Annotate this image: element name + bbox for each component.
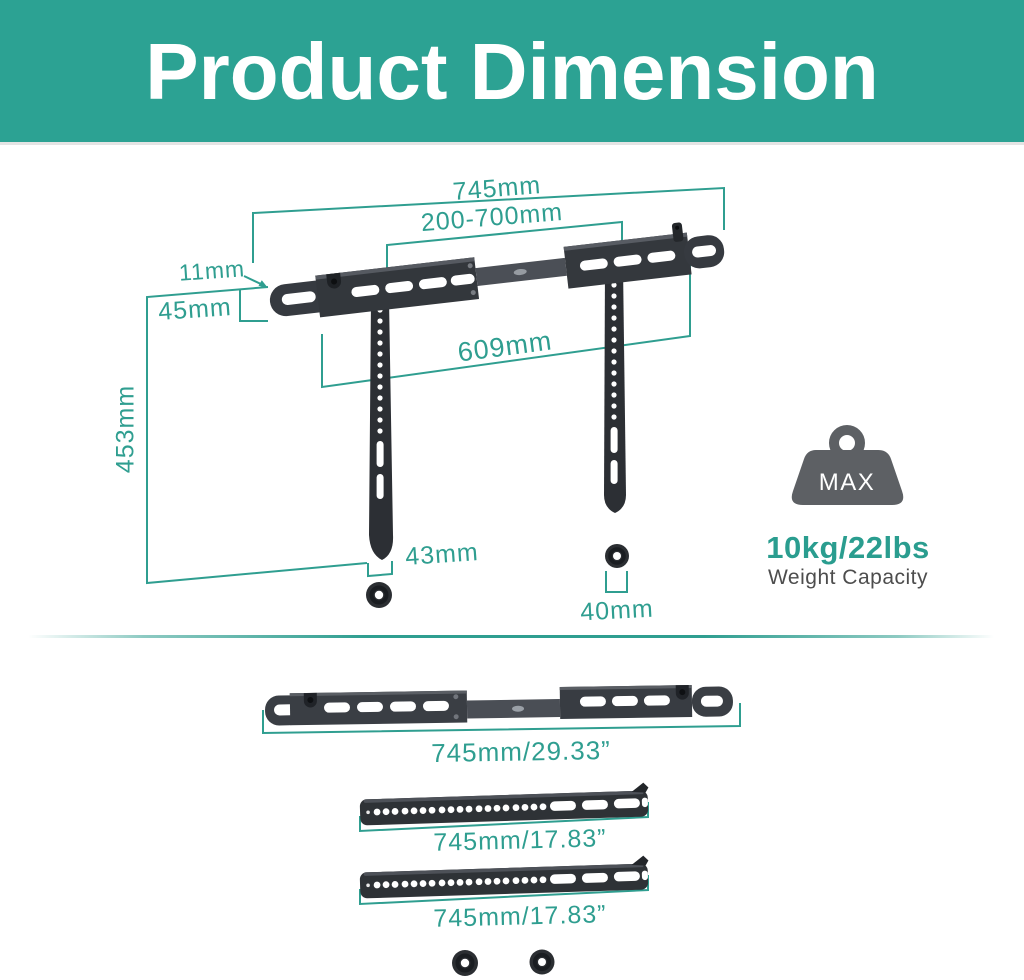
extension-arm-left <box>369 299 394 560</box>
weight-capacity-value: 10kg/22lbs <box>766 530 930 565</box>
part-label-extension-arm-2: 745mm/17.83” <box>433 900 607 933</box>
part-label-soundbar-bracket: 745mm/29.33” <box>430 734 612 769</box>
dim-plate-thickness: 11mm <box>178 255 246 286</box>
dim-line-40 <box>605 571 628 593</box>
hook-tab <box>671 222 684 242</box>
dim-end-height: 45mm <box>157 292 233 327</box>
spacer-washer <box>366 582 392 608</box>
soundbar-bracket-3d <box>269 222 725 318</box>
part-label-extension-arm-1: 745mm/17.83” <box>433 824 607 857</box>
hook-tab <box>631 782 649 793</box>
header-banner: Product Dimension <box>0 0 1024 145</box>
leader-arrowhead <box>258 280 268 288</box>
weight-max-icon: MAX <box>791 425 904 505</box>
spacer-washer <box>529 949 555 975</box>
dim-line-part1 <box>262 703 741 735</box>
max-label: MAX <box>819 469 876 496</box>
dim-arm-foot-width: 43mm <box>404 537 480 572</box>
dim-spacer-diameter: 40mm <box>579 594 655 627</box>
extension-arm-right <box>604 266 626 513</box>
dimension-lines <box>146 186 725 593</box>
parts-dimension-diagram <box>262 684 741 976</box>
spacer-washer <box>452 950 478 976</box>
main-dimension-diagram: MAX <box>146 186 904 608</box>
divider-line <box>28 635 994 638</box>
soundbar-bracket-front <box>265 684 733 726</box>
page-title: Product Dimension <box>145 27 879 116</box>
spacer-washer <box>605 544 629 568</box>
dim-line-45 <box>239 290 268 322</box>
extension-arm-front <box>359 782 649 826</box>
brand-logo <box>512 705 525 712</box>
dim-line-745 <box>252 186 725 263</box>
brand-logo <box>513 268 527 276</box>
weight-capacity-caption: Weight Capacity <box>767 566 929 589</box>
dim-line-43 <box>367 561 393 578</box>
dim-arm-length: 453mm <box>111 384 140 474</box>
dim-line-453 <box>146 286 368 585</box>
dim-line-609 <box>321 262 691 389</box>
dim-leader-11 <box>243 275 264 286</box>
